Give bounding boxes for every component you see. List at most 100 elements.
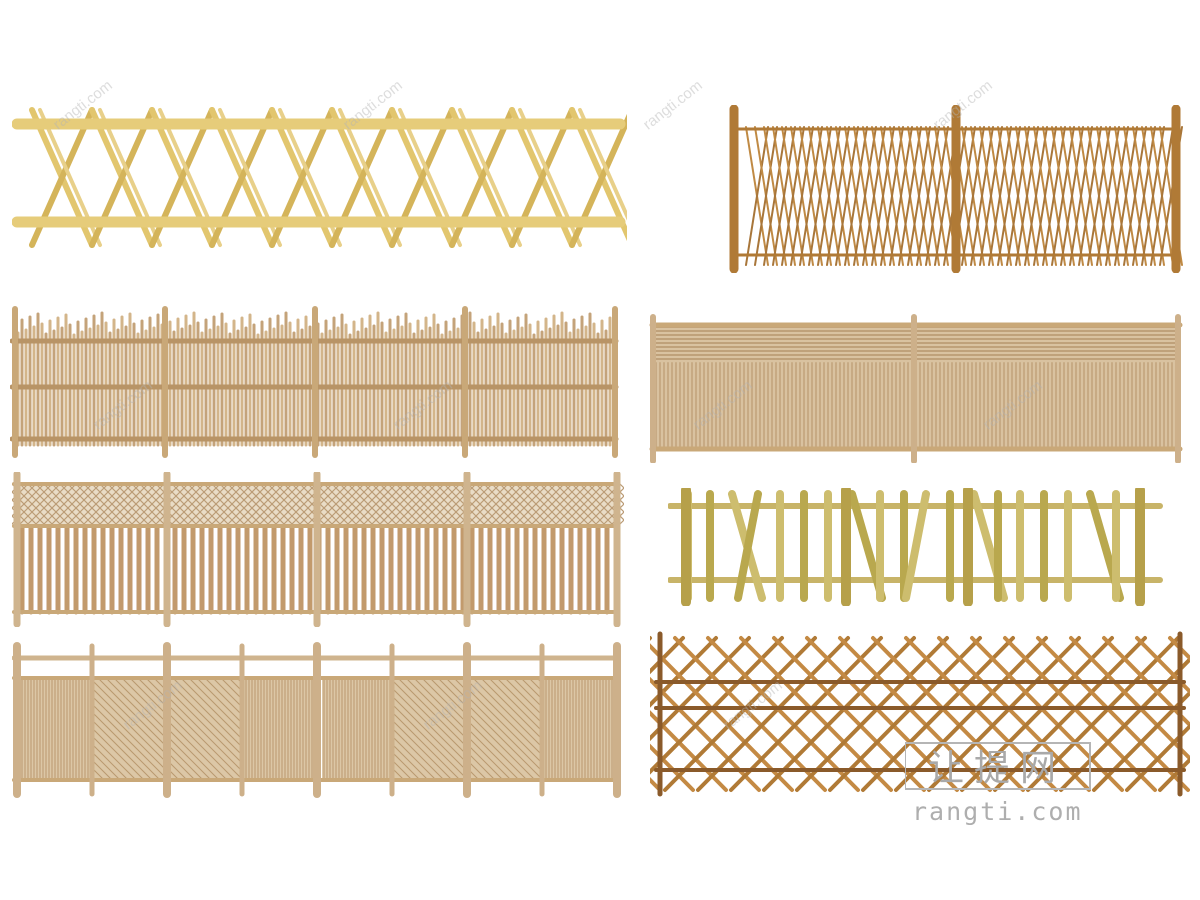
lattice-strip — [512, 677, 543, 708]
lattice-strip — [51, 483, 93, 525]
lattice-strip — [115, 483, 157, 525]
lattice-strip — [472, 677, 543, 748]
weave-stick — [1141, 126, 1165, 266]
lattice-strip — [251, 483, 293, 525]
lattice-strip — [243, 483, 285, 525]
weave-stick — [754, 126, 778, 266]
diagonal-pole — [805, 636, 959, 792]
lattice-strip — [168, 689, 243, 764]
lattice-strip — [188, 677, 243, 732]
lattice-strip — [427, 483, 469, 525]
lattice-strip — [413, 677, 468, 732]
lattice-strip — [555, 483, 597, 525]
lattice-strip — [507, 483, 549, 525]
lattice-strip — [363, 483, 405, 525]
ragged-top-picket-fence — [10, 305, 622, 460]
lattice-strip — [180, 677, 243, 740]
weave-stick — [781, 126, 805, 266]
lattice-strip — [212, 677, 243, 708]
lattice-strip — [393, 681, 468, 756]
lattice-strip — [403, 483, 445, 525]
lattice-strip — [547, 483, 589, 525]
lattice-strip — [429, 677, 468, 716]
lattice-strip — [75, 483, 117, 525]
slat-panel — [20, 678, 92, 780]
diagonal-pole — [1003, 636, 1157, 792]
diagonal-pole — [1069, 636, 1190, 762]
lattice-strip — [587, 487, 624, 525]
diagonal-pole — [739, 636, 893, 792]
lattice-strip — [137, 677, 168, 708]
lattice-strip — [163, 483, 205, 525]
diagonal-pole — [894, 636, 1048, 792]
lattice-strip — [168, 681, 243, 756]
diagonal-pole — [1059, 656, 1190, 792]
weave-stick — [1114, 126, 1138, 266]
weave-stick — [1132, 126, 1156, 266]
lattice-strip — [603, 503, 624, 525]
brown-diamond-lattice-fence — [650, 630, 1190, 800]
diagonal-pole — [650, 643, 794, 792]
lattice-strip — [393, 689, 468, 764]
lattice-strip — [83, 483, 125, 525]
lattice-strip — [123, 483, 165, 525]
lattice-strip — [129, 677, 168, 716]
slat-panel — [544, 678, 616, 780]
diagonal-pole — [937, 636, 1091, 792]
lattice-strip — [468, 689, 543, 764]
diagonal-pole — [1158, 756, 1190, 792]
weave-stick — [1015, 126, 1039, 266]
lattice-strip — [91, 483, 133, 525]
diagonal-pole — [696, 636, 850, 792]
weave-stick — [1069, 126, 1093, 266]
diagonal-pole — [673, 636, 827, 792]
lattice-strip — [155, 483, 197, 525]
lattice-strip — [227, 483, 269, 525]
weave-stick — [745, 126, 769, 266]
lattice-strip — [12, 483, 45, 517]
lattice-strip — [168, 721, 228, 781]
lattice-strip — [12, 483, 29, 501]
lattice-strip — [515, 483, 557, 525]
weave-stick — [1123, 126, 1147, 266]
lattice-strip — [468, 745, 504, 781]
woven-crisscross-fence — [728, 105, 1183, 273]
diagonal-pole — [1135, 636, 1190, 695]
lattice-strip — [419, 483, 461, 525]
lattice-strip — [12, 515, 21, 525]
lattice-strip — [393, 753, 421, 781]
weave-stick — [925, 126, 949, 266]
lattice-strip — [468, 681, 543, 756]
diagonal-pole — [1125, 723, 1190, 792]
lattice-strip — [203, 483, 245, 525]
weave-stick — [1078, 126, 1102, 266]
lattice-strip — [468, 737, 512, 781]
weave-stick — [1087, 126, 1111, 266]
lattice-strip — [93, 737, 137, 781]
rustic-tied-bamboo-fence — [668, 488, 1164, 606]
lattice-strip — [168, 761, 188, 781]
weave-stick — [853, 126, 877, 266]
lattice-strip — [523, 483, 565, 525]
diagonal-pole — [1026, 636, 1180, 792]
lattice-strip — [563, 483, 605, 525]
lattice-strip — [59, 483, 101, 525]
lattice-strip — [480, 677, 543, 740]
diagonal-pole — [650, 636, 718, 708]
diagonal-pole — [828, 636, 982, 792]
diagonal-pole — [650, 636, 784, 775]
diagonal-pole — [650, 636, 751, 742]
lattice-strip — [339, 483, 381, 525]
lattice-strip — [437, 677, 468, 708]
diagonal-pole — [927, 636, 1081, 792]
lattice-strip — [393, 697, 468, 772]
lattice-strip — [67, 483, 109, 525]
lattice-strip — [259, 483, 301, 525]
lattice-strip — [113, 677, 168, 732]
lattice-strip — [475, 483, 517, 525]
lattice-strip — [347, 483, 389, 525]
horizontal-top-screen-fence — [648, 313, 1184, 463]
lattice-strip — [99, 483, 141, 525]
lattice-strip — [211, 483, 253, 525]
lattice-strip — [168, 737, 212, 781]
